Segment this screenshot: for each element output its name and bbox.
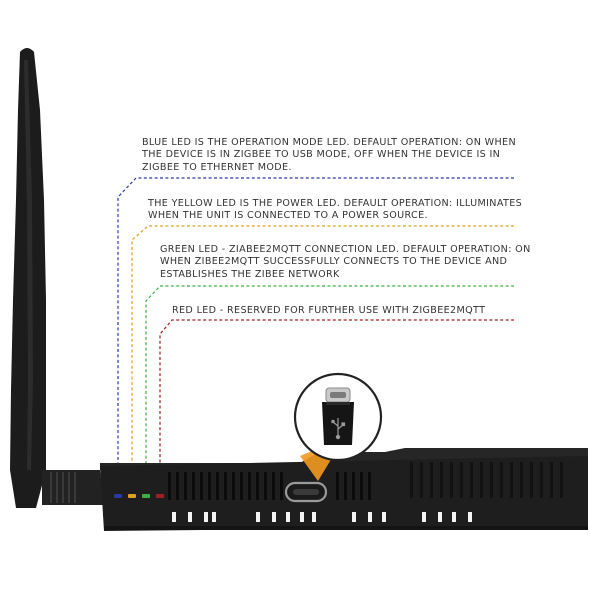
vent-slot — [286, 512, 290, 522]
usb-c-callout — [293, 372, 383, 481]
device-bottom-edge — [104, 526, 588, 530]
vent-slot — [204, 512, 208, 522]
leader-line-red — [159, 319, 514, 497]
vent-slot — [172, 512, 176, 522]
vent-slot — [256, 472, 259, 500]
vent-slot — [382, 512, 386, 522]
vent-slot — [422, 512, 426, 522]
label-line: ESTABLISHES THE ZIBEE NETWORK — [160, 268, 340, 280]
led-cluster — [114, 494, 164, 498]
led-green — [142, 494, 150, 498]
vent-slot — [360, 472, 363, 500]
vent-slot — [280, 472, 283, 500]
vent-slot — [240, 472, 243, 500]
led-yellow — [128, 494, 136, 498]
leader-line-blue — [117, 177, 514, 497]
led-leader-lines — [117, 177, 514, 497]
vent-slot — [192, 472, 195, 500]
leader-line-green — [145, 285, 514, 497]
led-blue — [114, 494, 122, 498]
vent-slot — [272, 472, 275, 500]
label-yellow-led: THE YELLOW LED IS THE POWER LED. DEFAULT… — [148, 198, 522, 223]
antenna — [10, 48, 104, 508]
vent-slot — [450, 462, 453, 498]
vent-slot — [212, 512, 216, 522]
vent-slot — [256, 512, 260, 522]
label-line: WHEN THE UNIT IS CONNECTED TO A POWER SO… — [148, 210, 428, 222]
vent-slot — [248, 472, 251, 500]
vent-slot — [460, 462, 463, 498]
antenna-hinge-ridges — [50, 472, 76, 503]
label-line: THE DEVICE IS IN ZIGBEE TO USB MODE, OFF… — [142, 149, 501, 161]
vent-slots-upper — [168, 462, 563, 500]
label-line: BLUE LED IS THE OPERATION MODE LED. DEFA… — [142, 137, 516, 148]
vent-slot — [352, 472, 355, 500]
vent-slot — [368, 472, 371, 500]
vent-slot — [168, 472, 171, 500]
vent-slot — [520, 462, 523, 498]
label-line: GREEN LED - ZIABEE2MQTT CONNECTION LED. … — [160, 244, 531, 255]
antenna-highlight — [24, 60, 33, 470]
vent-slot — [438, 512, 442, 522]
vent-slot — [550, 462, 553, 498]
vent-slot — [188, 512, 192, 522]
vent-slot — [530, 462, 533, 498]
vent-slot — [176, 472, 179, 500]
vent-slot — [468, 512, 472, 522]
label-line: WHEN ZIBEE2MQTT SUCCESSFULLY CONNECTS TO… — [160, 256, 508, 268]
vent-slot — [312, 512, 316, 522]
vent-slot — [224, 472, 227, 500]
vent-slot — [216, 472, 219, 500]
leader-line-yellow — [131, 225, 514, 497]
vent-slots-lower — [172, 512, 472, 522]
vent-slot — [352, 512, 356, 522]
vent-slot — [344, 472, 347, 500]
vent-slot — [452, 512, 456, 522]
label-line: ZIGBEE TO ETHERNET MODE. — [142, 161, 292, 173]
vent-slot — [510, 462, 513, 498]
vent-slot — [560, 462, 563, 498]
label-line: THE YELLOW LED IS THE POWER LED. DEFAULT… — [148, 198, 523, 209]
usb-symbol-icon — [331, 418, 346, 440]
vent-slot — [208, 472, 211, 500]
vent-slot — [184, 472, 187, 500]
vent-slot — [500, 462, 503, 498]
vent-slot — [232, 472, 235, 500]
vent-slot — [430, 462, 433, 498]
label-green-led: GREEN LED - ZIABEE2MQTT CONNECTION LED. … — [160, 244, 531, 281]
vent-slot — [264, 472, 267, 500]
vent-slot — [440, 462, 443, 498]
vent-slot — [300, 512, 304, 522]
vent-slot — [420, 462, 423, 498]
vent-slot — [490, 462, 493, 498]
label-red-led: RED LED - RESERVED FOR FURTHER USE WITH … — [172, 305, 485, 317]
vent-slot — [470, 462, 473, 498]
usb-c-port — [284, 481, 328, 503]
label-line: RED LED - RESERVED FOR FURTHER USE WITH … — [172, 305, 486, 316]
vent-slot — [368, 512, 372, 522]
vent-slot — [480, 462, 483, 498]
vent-slot — [410, 462, 413, 498]
vent-slot — [540, 462, 543, 498]
vent-slot — [200, 472, 203, 500]
vent-slot — [336, 472, 339, 500]
label-blue-led: BLUE LED IS THE OPERATION MODE LED. DEFA… — [142, 137, 516, 174]
vent-slot — [272, 512, 276, 522]
led-red — [156, 494, 164, 498]
